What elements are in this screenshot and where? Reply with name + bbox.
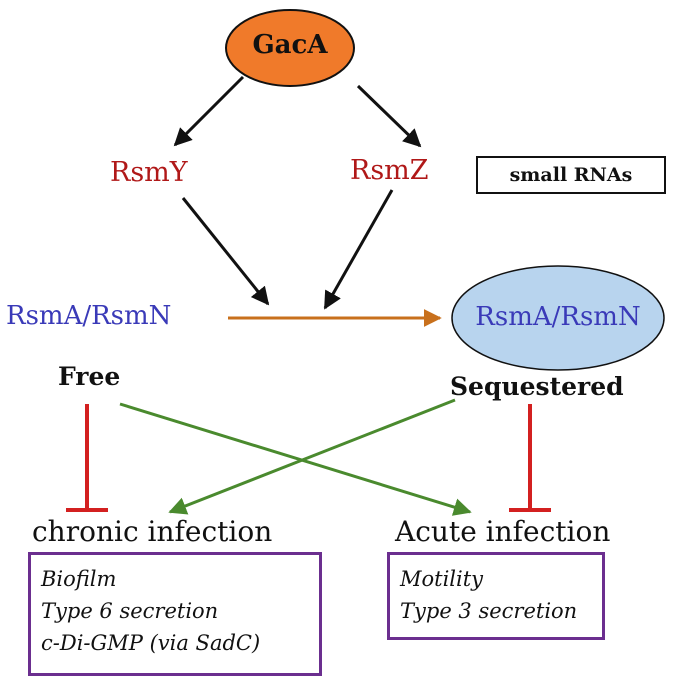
arrow-gaca-to-rsmy xyxy=(173,75,245,147)
arrow-sequestered-to-chronic xyxy=(168,398,456,515)
sequestered-node xyxy=(451,265,665,371)
rsm-sequestered-label: RsmA/RsmN xyxy=(475,302,641,332)
acute-infection-label: Acute infection xyxy=(395,515,611,548)
small-rnas-box: small RNAs xyxy=(476,156,666,194)
acute-item: Motility xyxy=(400,567,484,591)
acute-item: Type 3 secretion xyxy=(400,599,578,623)
gaca-node xyxy=(225,9,355,87)
inhibition-sequestered-to-acute xyxy=(509,404,551,512)
chronic-infection-label: chronic infection xyxy=(32,515,273,548)
arrow-free-to-acute xyxy=(119,402,472,516)
acute-outcomes-box: Motility Type 3 secretion xyxy=(387,552,605,640)
chronic-item: c-Di-GMP (via SadC) xyxy=(41,631,261,655)
chronic-outcomes-box: Biofilm Type 6 secretion c-Di-GMP (via S… xyxy=(28,552,322,676)
chronic-item: Type 6 secretion xyxy=(41,599,219,623)
gaca-label: GacA xyxy=(252,30,328,60)
rsmy-label: RsmY xyxy=(110,157,188,188)
inhibition-free-to-chronic xyxy=(66,404,108,512)
sequestered-label: Sequestered xyxy=(450,372,624,401)
free-label: Free xyxy=(58,362,121,391)
small-rnas-label: small RNAs xyxy=(509,164,633,186)
chronic-item: Biofilm xyxy=(41,567,117,591)
rsmz-label: RsmZ xyxy=(350,155,429,186)
arrow-rsmz-to-sequestration xyxy=(323,189,394,310)
rsm-free-label: RsmA/RsmN xyxy=(6,301,172,331)
arrow-gaca-to-rsmz xyxy=(356,84,422,148)
arrow-rsmy-to-sequestration xyxy=(181,197,270,306)
